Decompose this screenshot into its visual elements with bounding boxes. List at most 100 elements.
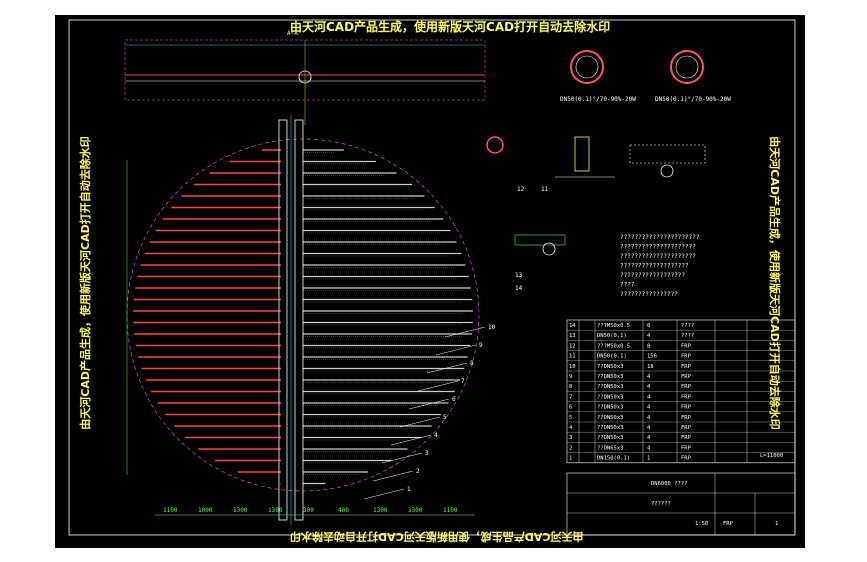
bom-material: FRP <box>681 354 692 360</box>
small-number-11: 11 <box>541 186 549 193</box>
bom-material: FRP <box>681 394 692 400</box>
detail-view-ring-2: DN50(0.1)°/70-90%-20W <box>655 50 731 103</box>
bom-qty: 18 <box>647 364 654 370</box>
section-view-aa: A-A <box>124 30 486 125</box>
watermark-right: 由天河CAD产品生成，使用新版天河CAD打开自动去除水印 <box>768 136 781 430</box>
dim-label: 1300 <box>408 507 423 514</box>
watermark-left: 由天河CAD产品生成，使用新版天河CAD打开自动去除水印 <box>79 136 92 430</box>
dim-label: 300 <box>303 507 314 514</box>
drawing-number: DN6000 ???? <box>651 481 687 487</box>
leader-number: 10 <box>488 324 496 331</box>
bom-qty: 1 <box>647 456 650 462</box>
bom-material: FRP <box>681 456 692 462</box>
dim-label: 1000 <box>198 507 213 514</box>
leader-number: 4 <box>434 432 438 439</box>
dim-label: 1100 <box>163 507 178 514</box>
bom-material: FRP <box>681 415 692 421</box>
bom-spec: ??DN50x3 <box>597 374 624 380</box>
bom-material: FRP <box>681 405 692 411</box>
bom-spec: ???M50x0.5 <box>597 323 630 329</box>
bom-qty: 4 <box>647 384 651 390</box>
bom-no: 3 <box>569 435 572 441</box>
bom-no: 8 <box>569 384 572 390</box>
bom-spec: DN50(0.1) <box>597 354 627 360</box>
dim-label: 400 <box>338 507 349 514</box>
distributor-pipes <box>133 149 473 487</box>
leader-line <box>381 452 423 464</box>
leader-line <box>426 362 468 374</box>
detail-view-ring-1: DN50(0.1)°/70-90%-20W <box>560 50 636 103</box>
bom-spec: ??DN50x3 <box>597 364 624 370</box>
leader-line <box>408 398 450 410</box>
note-line: ????????????????????? <box>620 244 696 251</box>
leader-line <box>444 326 486 338</box>
bom-material: FRP <box>681 384 692 390</box>
watermark-bottom: 由天河CAD产品生成，使用新版天河CAD打开自动去除水印 <box>290 530 584 543</box>
dim-label: 1300 <box>373 507 388 514</box>
note-line: ??????????????????? <box>620 263 689 270</box>
leader-line <box>363 488 405 500</box>
section-label: A-A <box>287 30 298 37</box>
title-length: L=11000 <box>760 453 783 459</box>
bom-qty: 8 <box>647 323 650 329</box>
bom-material: FRP <box>681 435 692 441</box>
title-scale: 1:50 <box>695 521 708 527</box>
bom-qty: 4 <box>647 333 651 339</box>
leader-number: 2 <box>416 468 420 475</box>
title-sheet: 1 <box>775 521 778 527</box>
note-line: ?????????????????????? <box>620 234 700 241</box>
bom-spec: DN150(0.1) <box>597 456 630 462</box>
leader-number: 6 <box>452 396 456 403</box>
bom-spec: ??DN50x3 <box>597 384 624 390</box>
leader-line <box>417 380 459 392</box>
small-number-12: 12 <box>517 186 525 193</box>
bom-no: 2 <box>569 445 572 451</box>
note-line: ???? <box>620 282 635 289</box>
leader-number: 3 <box>425 450 429 457</box>
bom-no: 13 <box>569 333 576 339</box>
bom-spec: ???M50x0.5 <box>597 343 630 349</box>
bom-qty: 156 <box>647 354 657 360</box>
bom-material: FRP <box>681 364 692 370</box>
detail-label-1: DN50(0.1)°/70-90%-20W <box>560 96 636 103</box>
leader-number: 8 <box>470 360 474 367</box>
bom-no: 10 <box>569 364 576 370</box>
bom-qty: 4 <box>647 435 651 441</box>
bom-no: 7 <box>569 394 572 400</box>
bom-material: ???? <box>681 333 694 339</box>
bom-no: 11 <box>569 354 576 360</box>
leader-line <box>372 470 414 482</box>
dim-label: 1300 <box>268 507 283 514</box>
bom-qty: 4 <box>647 374 651 380</box>
detail-view-clamp <box>486 136 706 178</box>
bom-no: 6 <box>569 405 572 411</box>
main-trunk <box>278 115 304 525</box>
bom-spec: ??DN50x3 <box>597 435 624 441</box>
bom-material: FRP <box>681 374 692 380</box>
bom-qty: 4 <box>647 405 651 411</box>
bom-spec: ??DN50x3 <box>597 425 624 431</box>
title-material: FRP <box>723 521 734 527</box>
watermark-top: 由天河CAD产品生成，使用新版天河CAD打开自动去除水印 <box>290 20 611 34</box>
bom-material: ???? <box>681 323 694 329</box>
leader-number: 9 <box>479 342 483 349</box>
bom-no: 12 <box>569 343 576 349</box>
title-block: DN6000 ???? ?????? FRP 1 1:50 L=11000 <box>566 453 796 536</box>
bom-spec: DN50(0.1) <box>597 333 627 339</box>
bom-qty: 4 <box>647 445 651 451</box>
bom-material: FRP <box>681 445 692 451</box>
leader-line <box>390 434 432 446</box>
bom-spec: ??DN50x3 <box>597 394 624 400</box>
bom-qty: 8 <box>647 343 650 349</box>
bom-qty: 4 <box>647 394 651 400</box>
bom-qty: 4 <box>647 425 651 431</box>
bom-no: 9 <box>569 374 572 380</box>
dim-label: 1100 <box>443 507 458 514</box>
note-line: ???????????????? <box>620 291 678 298</box>
note-line: ?????????????????? <box>620 272 685 279</box>
